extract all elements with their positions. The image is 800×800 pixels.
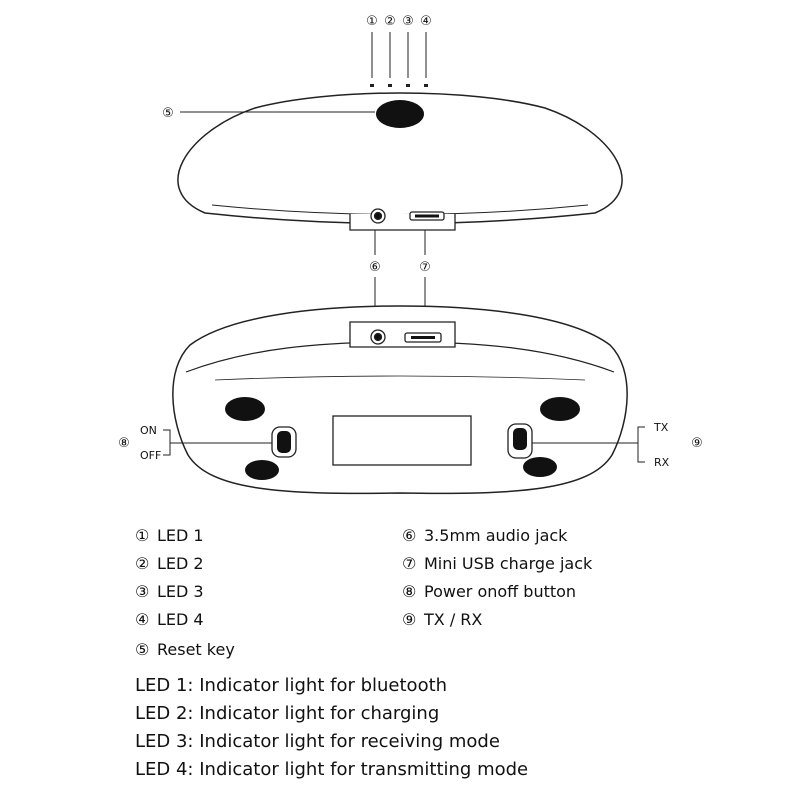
callout-3: ③ [402,14,414,29]
switch-label-on: ON [140,424,157,437]
label-area [332,415,472,466]
reset-key-button [376,100,424,128]
top-port-panel [349,208,456,231]
callout-2: ② [384,14,396,29]
callout-7: ⑦ [419,260,431,275]
switch-label-off: OFF [140,449,161,462]
callout-6: ⑥ [369,260,381,275]
power-switch-bracket [163,429,272,456]
callout-1: ① [366,14,378,29]
bottom-port-panel [349,321,456,348]
callout-4: ④ [420,14,432,29]
led-leader-lines [371,32,427,78]
led-dots [370,84,428,87]
mode-switch [507,423,533,459]
led-description-2: LED 2: Indicator light for charging [135,703,440,724]
switch-label-tx: TX [653,421,669,434]
power-switch [271,426,297,458]
switch-label-rx: RX [654,456,670,469]
callout-8: ⑧ [118,436,130,451]
led-description-4: LED 4: Indicator light for transmitting … [135,759,529,780]
mode-switch-bracket [532,426,645,463]
rubber-feet [225,397,580,480]
led-description-3: LED 3: Indicator light for receiving mod… [135,731,500,752]
callout-9: ⑨ [691,436,703,451]
callout-5: ⑤ [162,106,174,121]
led-description-1: LED 1: Indicator light for bluetooth [135,675,448,696]
